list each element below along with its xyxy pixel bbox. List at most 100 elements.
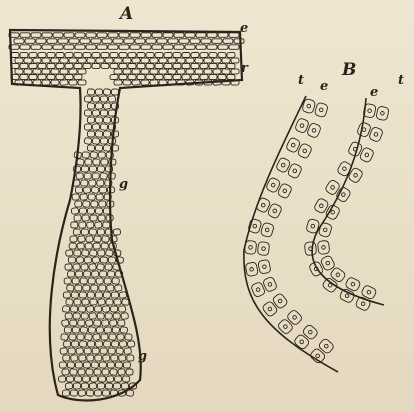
cell <box>146 63 154 68</box>
cell-nucleus <box>309 330 313 334</box>
cell <box>60 80 68 86</box>
cell <box>96 58 104 63</box>
cell <box>76 257 84 264</box>
cell <box>258 259 271 274</box>
cell <box>38 52 46 57</box>
cell <box>85 319 93 326</box>
cell <box>186 58 194 63</box>
cell <box>98 152 105 158</box>
cell <box>109 320 117 327</box>
cell <box>112 278 120 285</box>
cell <box>207 45 217 50</box>
cell <box>190 39 200 44</box>
cell <box>152 33 162 38</box>
cell <box>82 166 89 172</box>
cell <box>111 292 118 298</box>
cell <box>110 63 118 68</box>
cell <box>76 347 84 354</box>
cell <box>95 355 102 361</box>
cell <box>141 33 151 38</box>
cell <box>47 74 55 79</box>
cell <box>71 292 79 299</box>
figure-a-outline <box>10 30 242 400</box>
cell <box>108 348 115 354</box>
cell <box>75 187 82 193</box>
cell <box>64 45 74 50</box>
cell <box>82 152 89 158</box>
cell <box>58 39 68 44</box>
cell <box>113 383 120 389</box>
cell <box>141 80 149 85</box>
cell <box>47 39 57 44</box>
cell <box>70 390 77 396</box>
cell <box>103 89 111 96</box>
cell <box>78 389 86 396</box>
cell <box>132 58 140 63</box>
cell <box>124 348 132 355</box>
cell <box>25 39 35 44</box>
cell <box>106 285 114 292</box>
cell <box>234 39 244 44</box>
cell <box>118 369 126 376</box>
cell <box>83 52 91 57</box>
cell <box>93 159 100 165</box>
cell <box>36 39 46 44</box>
cell <box>126 389 134 396</box>
cell <box>100 124 108 131</box>
cell <box>209 52 217 58</box>
cell <box>146 74 154 80</box>
cell <box>84 124 91 130</box>
cell <box>75 45 85 50</box>
cell <box>95 341 103 348</box>
cell <box>63 341 70 347</box>
cell <box>157 39 167 44</box>
cell <box>100 348 107 354</box>
cell <box>164 74 172 79</box>
cell <box>81 383 88 390</box>
cell <box>218 33 228 38</box>
cell <box>155 74 163 79</box>
cell <box>195 69 203 74</box>
label-t-right: t <box>398 74 404 87</box>
cell <box>97 45 107 50</box>
cell <box>60 348 68 355</box>
cell <box>195 58 203 64</box>
cell-nucleus <box>323 228 327 232</box>
cell <box>47 63 55 68</box>
cell <box>42 33 52 38</box>
cell <box>177 58 185 64</box>
cell <box>213 58 221 63</box>
cell <box>94 221 102 228</box>
cell <box>80 278 87 284</box>
cell <box>95 306 102 312</box>
cell <box>98 215 105 222</box>
cell <box>70 355 78 362</box>
cell <box>204 69 212 74</box>
cell <box>105 249 113 256</box>
cell <box>88 131 95 137</box>
cell <box>99 362 106 368</box>
cell <box>105 383 112 390</box>
cell <box>103 341 110 347</box>
cell-nucleus <box>263 265 267 269</box>
cell <box>222 69 230 75</box>
cell <box>78 235 86 242</box>
cell <box>67 285 74 292</box>
cell-nucleus <box>361 302 365 306</box>
cell <box>322 277 339 294</box>
cell <box>79 340 87 347</box>
cell <box>101 159 108 165</box>
cell <box>20 33 30 38</box>
cell <box>318 338 335 355</box>
cell <box>119 292 127 299</box>
cell <box>59 376 66 382</box>
cell <box>182 63 190 68</box>
cell <box>20 45 30 50</box>
cell <box>75 271 82 278</box>
cell <box>101 334 108 340</box>
cell <box>95 208 103 215</box>
cell <box>74 299 81 305</box>
cell-nucleus <box>351 282 355 286</box>
cell <box>294 118 309 134</box>
cell-nucleus <box>261 203 265 207</box>
